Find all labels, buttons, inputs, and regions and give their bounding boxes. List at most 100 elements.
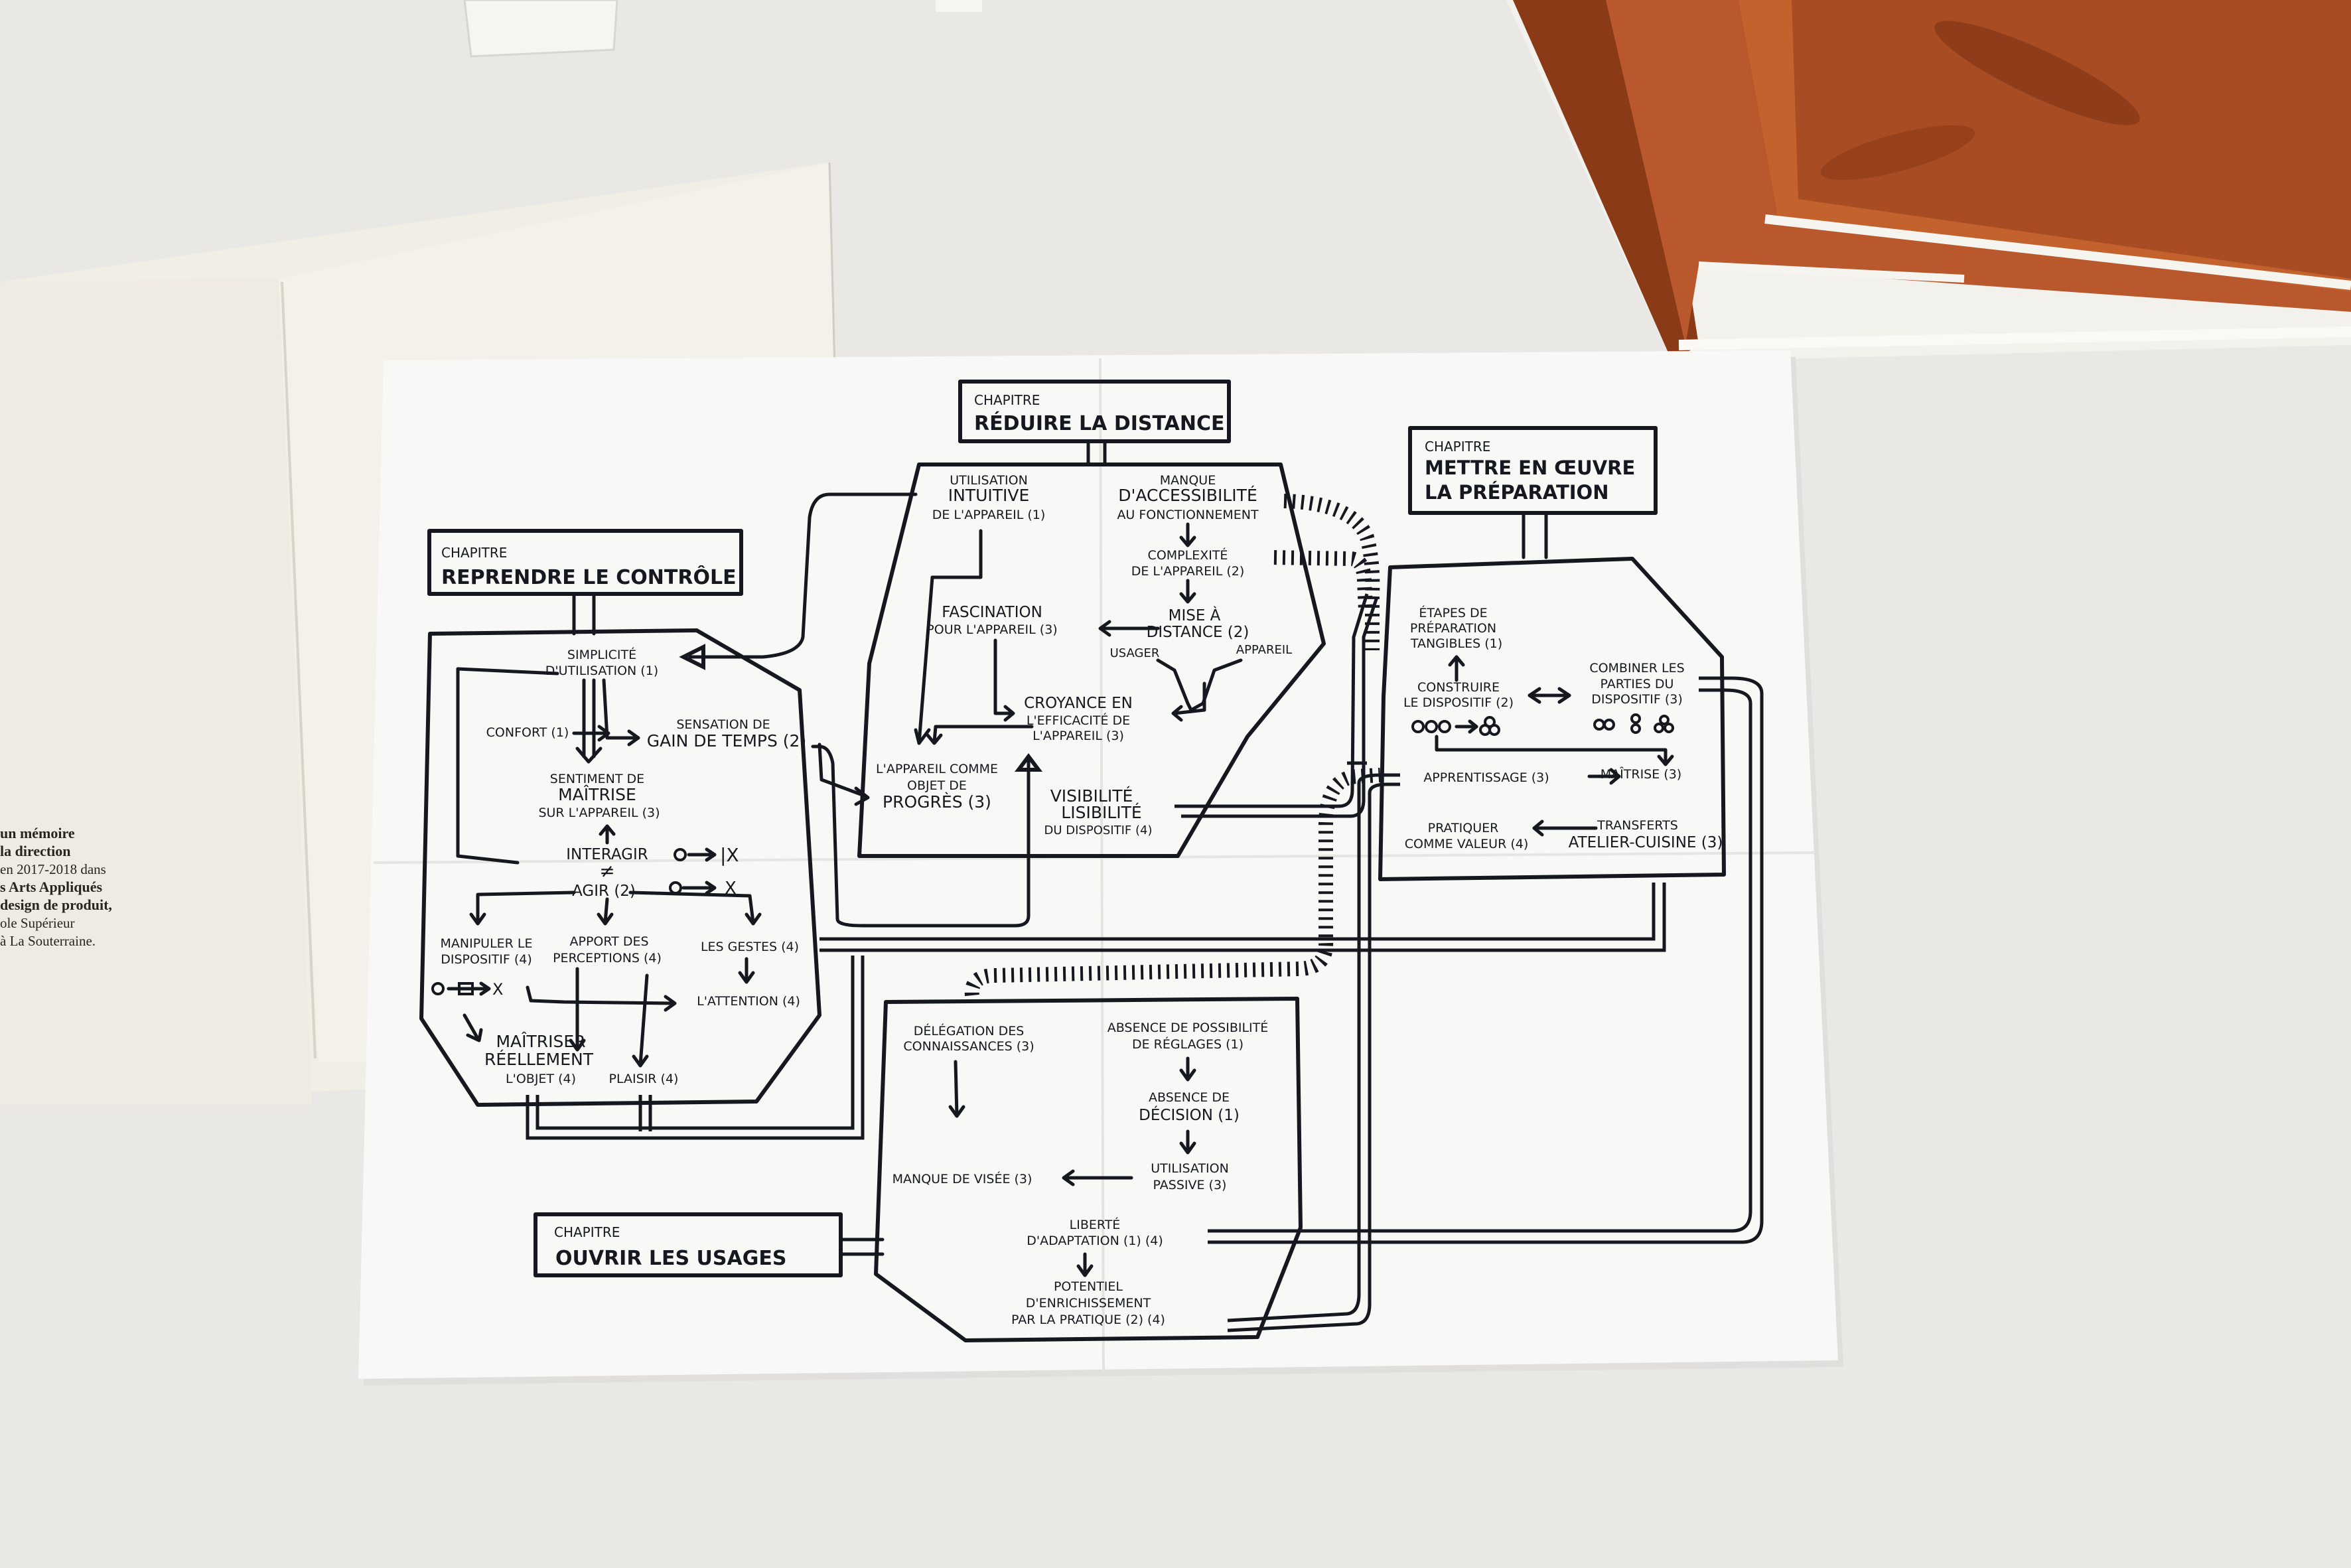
booklet-text: un mémoire la direction en 2017-2018 dan… (0, 825, 112, 949)
rail-tracks (526, 494, 1764, 1332)
chapter-title: LA PRÉPARATION (1425, 481, 1608, 504)
booklet-line: s Arts Appliqués (0, 879, 102, 895)
node-label: PERCEPTIONS (4) (553, 951, 662, 965)
node-label: LISIBILITÉ (1061, 803, 1141, 822)
node-label: MAÎTRISE (558, 785, 636, 804)
paper-scrap (936, 0, 982, 12)
node-label: CONNAISSANCES (3) (903, 1039, 1034, 1054)
node-label: APPRENTISSAGE (3) (1423, 770, 1549, 785)
chapter-header-preparation: CHAPITRE METTRE EN ŒUVRE LA PRÉPARATION (1408, 426, 1658, 559)
node-label: COMBINER LES (1589, 661, 1684, 676)
chapter-header-distance: CHAPITRE RÉDUIRE LA DISTANCE (958, 380, 1231, 466)
svg-text:|X: |X (720, 844, 739, 866)
node-label: VISIBILITÉ (1050, 786, 1133, 806)
chapter-kicker: CHAPITRE (554, 1224, 620, 1240)
node-label: PARTIES DU (1601, 677, 1674, 691)
node-label: COMPLEXITÉ (1148, 547, 1228, 563)
zone-preparation (1378, 557, 1726, 881)
node-label: CONFORT (1) (486, 725, 569, 740)
node-label: DE L'APPAREIL (2) (1131, 564, 1245, 579)
booklet-line: design de produit, (0, 896, 112, 913)
booklet-line: un mémoire (0, 825, 75, 841)
chapter-header-controle: CHAPITRE REPRENDRE LE CONTRÔLE (427, 529, 743, 636)
node-label: L'OBJET (4) (506, 1072, 576, 1086)
node-label: SIMPLICITÉ (567, 647, 636, 662)
arrows-preparation (1411, 655, 1674, 837)
node-label: CROYANCE EN (1024, 695, 1133, 712)
node-label: DISTANCE (2) (1147, 624, 1249, 641)
node-label: DÉLÉGATION DES (914, 1023, 1025, 1038)
node-label: L'APPAREIL COMME (876, 762, 998, 776)
node-label: SUR L'APPAREIL (3) (538, 806, 660, 820)
node-label: RÉELLEMENT (484, 1050, 594, 1069)
svg-text:X: X (492, 980, 503, 999)
node-label: POTENTIEL (1054, 1279, 1123, 1294)
node-label: SENTIMENT DE (550, 772, 644, 786)
labels-controle: SIMPLICITÉ D'UTILISATION (1) CONFORT (1)… (441, 647, 807, 1086)
chapter-kicker: CHAPITRE (1425, 439, 1490, 455)
zone-usages (874, 997, 1303, 1342)
node-label: DE L'APPAREIL (1) (932, 508, 1046, 522)
node-label: MANQUE DE VISÉE (3) (892, 1171, 1033, 1186)
node-label: TANGIBLES (1) (1410, 636, 1502, 651)
node-label: ATELIER-CUISINE (3) (1569, 834, 1723, 851)
chapter-title: RÉDUIRE LA DISTANCE (974, 411, 1224, 435)
node-label: AGIR (2) (572, 883, 636, 900)
chapter-title: METTRE EN ŒUVRE (1425, 457, 1635, 479)
node-label: L'ATTENTION (4) (697, 994, 800, 1009)
chapter-title: OUVRIR LES USAGES (555, 1247, 786, 1270)
node-label: MANIPULER LE (441, 936, 533, 951)
node-label: PRÉPARATION (1410, 620, 1496, 636)
node-label: PASSIVE (3) (1153, 1178, 1227, 1192)
labels-usages: DÉLÉGATION DES CONNAISSANCES (3) ABSENCE… (892, 1020, 1269, 1327)
node-label: SENSATION DE (676, 717, 770, 732)
node-label: D'ACCESSIBILITÉ (1118, 486, 1257, 505)
node-label: FASCINATION (942, 604, 1042, 621)
node-label: LIBERTÉ (1070, 1217, 1121, 1232)
node-label: MAÎTRISER (496, 1032, 585, 1051)
node-label: PAR LA PRATIQUE (2) (4) (1011, 1313, 1165, 1327)
node-label: DU DISPOSITIF (4) (1044, 823, 1153, 837)
node-label: MISE À (1169, 606, 1221, 624)
node-label: CONSTRUIRE (1417, 680, 1500, 695)
node-label: USAGER (1110, 646, 1160, 660)
labels-preparation: ÉTAPES DE PRÉPARATION TANGIBLES (1) CONS… (1403, 605, 1723, 851)
node-label: DÉCISION (1) (1139, 1105, 1240, 1124)
node-label: MANQUE (1160, 473, 1216, 488)
node-label: UTILISATION (1151, 1161, 1229, 1176)
node-label: ABSENCE DE (1149, 1090, 1230, 1105)
node-label: POUR L'APPAREIL (3) (926, 622, 1057, 637)
zone-controle (419, 628, 821, 1107)
booklet-line: ole Supérieur (0, 915, 75, 931)
node-label: D'ADAPTATION (1) (4) (1027, 1234, 1163, 1248)
arrows-controle: |X X X (431, 492, 1031, 1068)
node-label: TRANSFERTS (1597, 818, 1678, 833)
node-label: LES GESTES (4) (701, 940, 799, 954)
labels-distance: UTILISATION INTUITIVE DE L'APPAREIL (1) … (876, 473, 1292, 837)
node-label: D'ENRICHISSEMENT (1026, 1296, 1151, 1311)
chapter-kicker: CHAPITRE (441, 545, 507, 561)
node-label: DE RÉGLAGES (1) (1132, 1036, 1244, 1052)
node-label: OBJET DE (907, 778, 967, 793)
node-label: ≠ (599, 860, 614, 882)
node-label: DISPOSITIF (3) (1591, 692, 1682, 707)
paper-scrap (463, 0, 618, 58)
node-label: LE DISPOSITIF (2) (1403, 695, 1514, 710)
booklet-line: la direction (0, 843, 71, 859)
node-label: L'APPAREIL (3) (1033, 729, 1124, 743)
node-label: INTUITIVE (948, 486, 1030, 505)
node-label: PRATIQUER (1428, 821, 1499, 835)
node-label: APPORT DES (569, 934, 648, 949)
node-label: PROGRÈS (3) (883, 792, 991, 812)
node-label: DISPOSITIF (4) (441, 952, 532, 967)
node-label: AU FONCTIONNEMENT (1117, 508, 1259, 522)
booklet-line: en 2017-2018 dans (0, 861, 106, 877)
node-label: COMME VALEUR (4) (1405, 837, 1528, 851)
svg-text:X: X (725, 879, 737, 898)
node-label: L'EFFICACITÉ DE (1027, 713, 1130, 728)
node-label: APPAREIL (1236, 643, 1292, 657)
chapter-title: REPRENDRE LE CONTRÔLE (441, 565, 737, 589)
book-stack (1506, 0, 2351, 362)
node-label: GAIN DE TEMPS (2) (647, 731, 806, 750)
